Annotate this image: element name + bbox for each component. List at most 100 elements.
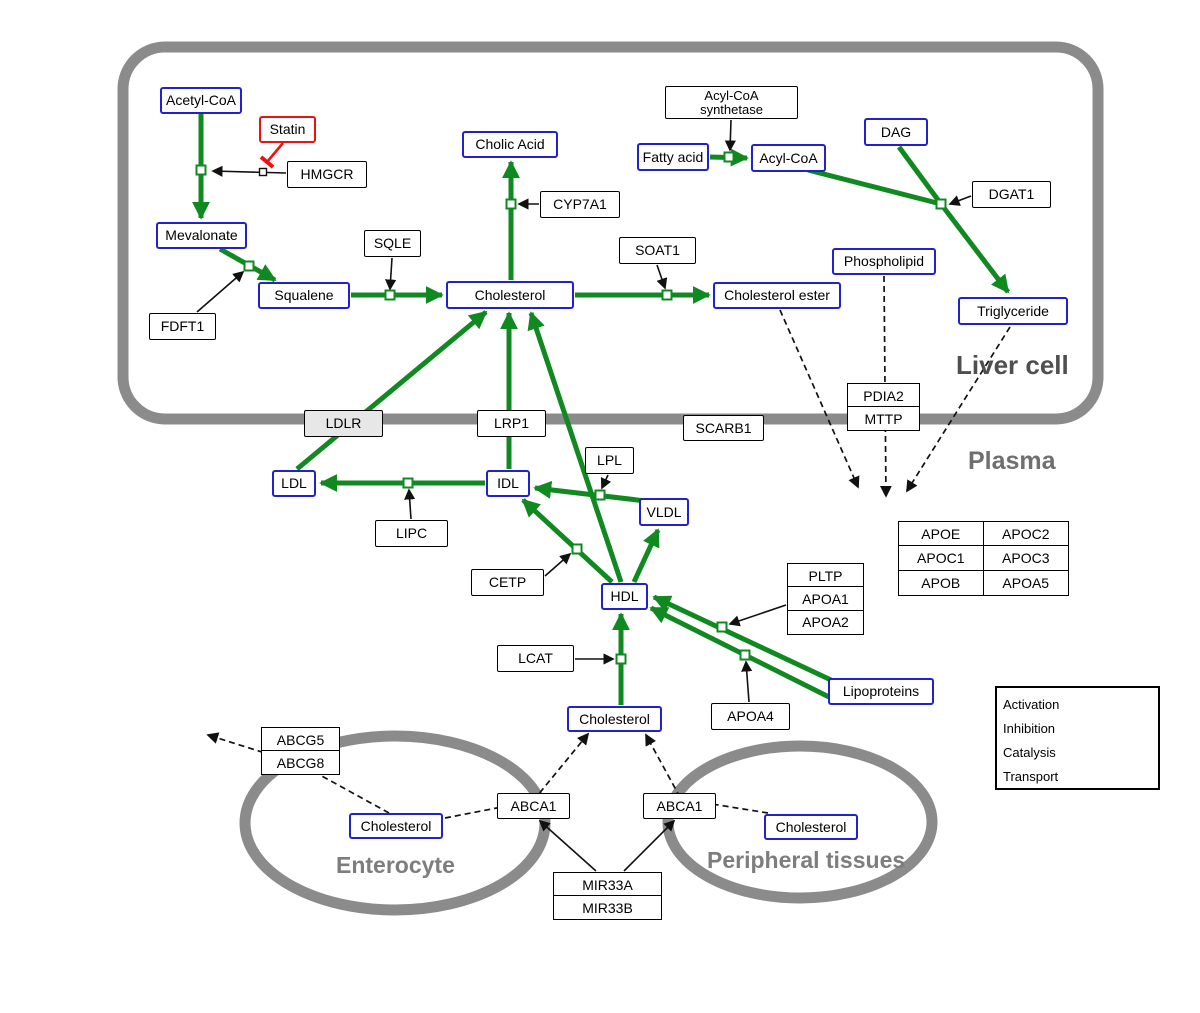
node-fatty-acid[interactable]: Fatty acid xyxy=(637,143,709,171)
node-apob[interactable]: APOB xyxy=(897,569,984,596)
node-squalene[interactable]: Squalene xyxy=(258,282,350,309)
inhibition-edge xyxy=(259,142,284,169)
edge-statin-inhibits-hmgcr xyxy=(266,142,284,163)
edge-junction-triglyceride xyxy=(939,202,1010,294)
node-cetp[interactable]: CETP xyxy=(471,569,544,596)
edge-hdl-cholesterol xyxy=(527,311,624,583)
node-cholesterol-ester[interactable]: Cholesterol ester xyxy=(713,282,841,309)
node-acetyl-coa[interactable]: Acetyl-CoA xyxy=(160,87,242,114)
node-dag[interactable]: DAG xyxy=(864,118,928,146)
stack-mir33a-mir33b: MIR33A MIR33B xyxy=(553,872,662,921)
node-hdl[interactable]: HDL xyxy=(601,583,648,610)
node-cyp7a1[interactable]: CYP7A1 xyxy=(540,191,620,218)
node-apoc1[interactable]: APOC1 xyxy=(897,545,984,571)
node-acyl-coa-synthetase[interactable]: Acyl-CoA synthetase xyxy=(665,86,798,119)
node-dgat1[interactable]: DGAT1 xyxy=(972,181,1051,208)
legend-catalysis-label: Catalysis xyxy=(1003,745,1056,760)
node-pdia2[interactable]: PDIA2 xyxy=(847,383,920,408)
node-apoe[interactable]: APOE xyxy=(897,520,984,547)
reaction-square xyxy=(615,653,627,665)
inhibition-tbar xyxy=(259,155,275,169)
node-lipc[interactable]: LIPC xyxy=(375,520,448,547)
node-acyl-coa[interactable]: Acyl-CoA xyxy=(751,144,826,172)
node-triglyceride[interactable]: Triglyceride xyxy=(958,297,1068,325)
edge-fdft1-catalysis xyxy=(196,270,245,313)
edge-soat1-catalysis xyxy=(656,264,668,290)
node-lipoproteins[interactable]: Lipoproteins xyxy=(828,678,934,705)
acyl-coa-synthetase-label: Acyl-CoA synthetase xyxy=(700,87,763,117)
edge-acylcoa-junction xyxy=(807,167,942,207)
edge-dag-junction xyxy=(896,145,944,206)
node-mevalonate[interactable]: Mevalonate xyxy=(156,222,247,249)
node-apoa1[interactable]: APOA1 xyxy=(787,586,864,612)
node-hmgcr[interactable]: HMGCR xyxy=(287,161,367,188)
node-cholic-acid[interactable]: Cholic Acid xyxy=(462,131,558,158)
node-cholesterol-enterocyte[interactable]: Cholesterol xyxy=(349,813,443,839)
stack-pdia2-mttp: PDIA2 MTTP xyxy=(847,383,920,432)
node-cholesterol-peripheral[interactable]: Cholesterol xyxy=(764,814,858,840)
node-abcg5[interactable]: ABCG5 xyxy=(261,727,340,752)
node-mttp[interactable]: MTTP xyxy=(847,406,920,432)
node-mir33b[interactable]: MIR33B xyxy=(553,895,662,921)
plasma-label: Plasma xyxy=(968,447,1056,475)
node-cholesterol-plasma[interactable]: Cholesterol xyxy=(567,706,662,732)
node-apoa4[interactable]: APOA4 xyxy=(711,703,790,730)
edge-acylcoasynthetase-catalysis xyxy=(724,119,736,152)
edge-cetp-catalysis xyxy=(544,552,572,577)
node-lcat[interactable]: LCAT xyxy=(497,645,574,672)
node-sqle[interactable]: SQLE xyxy=(364,230,421,257)
node-lpl[interactable]: LPL xyxy=(585,447,634,474)
activation-edges xyxy=(192,114,1010,705)
node-apoc2[interactable]: APOC2 xyxy=(982,520,1069,547)
reaction-square xyxy=(723,151,735,163)
reaction-square xyxy=(739,649,751,661)
edge-mir33-abca1-right xyxy=(623,819,676,872)
edge-ldl-cholesterol-via-ldlr xyxy=(295,310,488,471)
edge-cholesterolester-plasma xyxy=(779,309,860,489)
node-pltp[interactable]: PLTP xyxy=(787,563,864,588)
stack-abcg5-abcg8: ABCG5 ABCG8 xyxy=(261,727,340,776)
edge-mir33-abca1-left xyxy=(538,819,597,872)
edge-triglyceride-plasma xyxy=(906,326,1011,493)
node-cholesterol-liver[interactable]: Cholesterol xyxy=(446,281,574,309)
node-ldlr[interactable]: LDLR xyxy=(304,410,383,437)
edge-dgat1-catalysis xyxy=(948,195,972,206)
edge-hmgcr-catalysis xyxy=(211,165,287,177)
reaction-square xyxy=(402,477,414,489)
node-scarb1[interactable]: SCARB1 xyxy=(683,415,764,441)
edge-apoa4-catalysis xyxy=(741,660,753,703)
node-ldl[interactable]: LDL xyxy=(272,470,316,497)
node-apoa5[interactable]: APOA5 xyxy=(982,569,1069,596)
compartment-membranes xyxy=(117,41,1104,916)
reaction-squares xyxy=(195,151,947,665)
node-abca1-enterocyte[interactable]: ABCA1 xyxy=(497,793,570,819)
node-abca1-peripheral[interactable]: ABCA1 xyxy=(643,793,716,819)
liver-cell-membrane xyxy=(117,41,1104,425)
node-phospholipid[interactable]: Phospholipid xyxy=(832,248,936,275)
node-statin[interactable]: Statin xyxy=(259,116,316,143)
node-idl[interactable]: IDL xyxy=(486,470,530,497)
enterocyte-label: Enterocyte xyxy=(336,852,455,878)
reaction-square xyxy=(384,289,396,301)
reaction-square xyxy=(195,164,207,176)
reaction-square xyxy=(505,198,517,210)
catalysis-edges xyxy=(196,119,972,872)
edge-hdl-idl-via-cetp xyxy=(521,498,614,584)
node-mir33a[interactable]: MIR33A xyxy=(553,872,662,897)
edge-lpl-catalysis xyxy=(600,474,612,490)
node-fdft1[interactable]: FDFT1 xyxy=(149,313,216,340)
edge-pltp-apoa-catalysis xyxy=(728,604,787,627)
edge-sqle-catalysis xyxy=(385,257,397,291)
node-apoc3[interactable]: APOC3 xyxy=(982,545,1069,571)
node-vldl[interactable]: VLDL xyxy=(639,498,689,526)
reaction-square xyxy=(661,289,673,301)
peripheral-tissues-label: Peripheral tissues xyxy=(707,847,906,873)
node-apoa2[interactable]: APOA2 xyxy=(787,609,864,635)
edge-lipc-catalysis xyxy=(404,488,416,520)
edge-lipoproteins-hdl-upper xyxy=(652,594,833,683)
node-lrp1[interactable]: LRP1 xyxy=(477,410,546,437)
node-abcg8[interactable]: ABCG8 xyxy=(261,750,340,776)
node-soat1[interactable]: SOAT1 xyxy=(619,237,696,264)
